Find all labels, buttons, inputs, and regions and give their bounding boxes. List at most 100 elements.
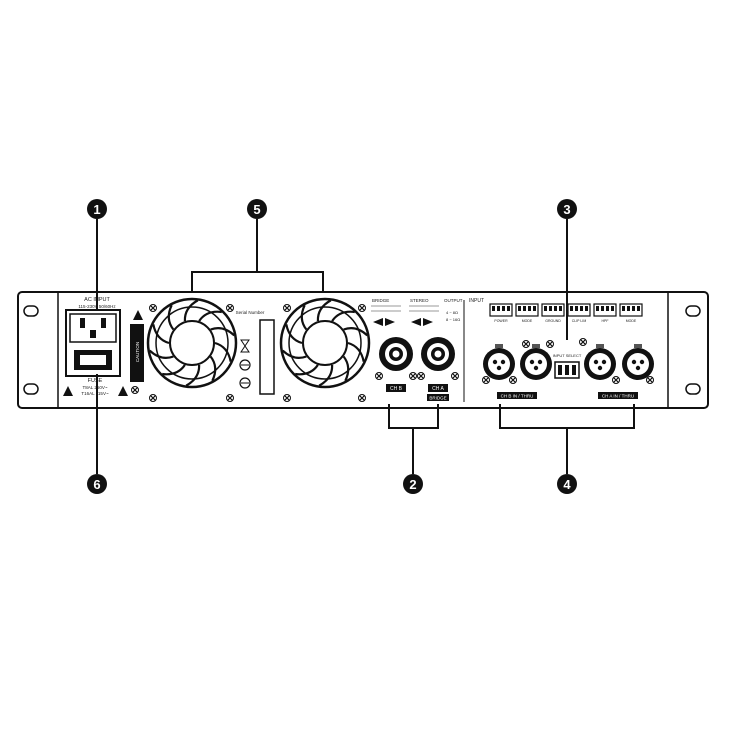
xlr-pin [496, 365, 502, 371]
fan-guard-arc [209, 355, 217, 382]
xlr-pin [631, 359, 637, 365]
dip-switch-label: CLIP LIM [572, 319, 587, 323]
xlr-ch-b-thru[interactable] [520, 344, 552, 380]
fan-guard-arc [148, 349, 174, 359]
screw-cross [580, 339, 586, 345]
screw-icon [358, 394, 366, 402]
dip-switch-lever [627, 306, 630, 311]
screw-cross [547, 341, 553, 347]
screw-icon [149, 394, 157, 402]
output-spec-1: 4 ~ 8Ω [446, 310, 458, 315]
screw-cross [418, 373, 424, 379]
dip-switch-lever [570, 306, 573, 311]
dip-switch-lever [492, 306, 495, 311]
screw-icon [283, 304, 291, 312]
screw-icon [646, 376, 654, 384]
dip-switch-lever [549, 306, 552, 311]
screw-cross [483, 377, 489, 383]
fan-guard-arc [331, 310, 355, 322]
fan-guard-arc [318, 364, 334, 387]
fan-guard-arc [198, 310, 222, 322]
fan-guard-arc [214, 341, 232, 362]
screw-icon [226, 304, 234, 312]
xlr-ch-a-in[interactable] [584, 344, 616, 380]
rack-hole-bottom-left [23, 383, 39, 395]
fan-guard-arc [167, 304, 175, 331]
xlr-latch [495, 344, 503, 348]
screw-icon [546, 340, 554, 348]
callout-5-number: 5 [253, 202, 260, 217]
dip-switch-lever [533, 306, 536, 311]
dip-switch-lever [632, 306, 635, 311]
dip-switch-5[interactable]: HPF [593, 303, 617, 323]
bridge-mode-label: BRIDGE [372, 298, 389, 303]
callout-4-circle [557, 474, 577, 494]
speakon-output-ch-b[interactable] [379, 337, 413, 371]
dip-switch-2[interactable]: MODE [515, 303, 539, 323]
dip-switch-lever [585, 306, 588, 311]
fan-hub-ring [302, 320, 348, 366]
xlr-ch-a-thru[interactable] [622, 344, 654, 380]
dip-switch-3[interactable]: GROUND [541, 303, 565, 323]
fan-hub-ring [169, 320, 215, 366]
speakon-output-ch-a[interactable] [421, 337, 455, 371]
screw-icon [482, 376, 490, 384]
ch-b-output-label: CH B [390, 386, 403, 392]
dip-switch-lever [528, 306, 531, 311]
dip-switch-lever [601, 306, 604, 311]
dip-switch-body [593, 303, 617, 317]
caution-label-text: CAUTION [135, 342, 140, 362]
screw-cross [410, 373, 416, 379]
warning-triangle-icon-left [63, 386, 73, 396]
screw-icon [283, 394, 291, 402]
dip-switch-lever [544, 306, 547, 311]
fan-middle-ring [155, 306, 229, 380]
xlr-latch [596, 344, 604, 348]
screw-icon [375, 372, 383, 380]
ground-symbol-icon [239, 359, 251, 371]
screw-cross [227, 305, 233, 311]
output-spec-2: 8 ~ 16Ω [446, 317, 460, 322]
input-select-label: INPUT SELECT [553, 353, 582, 358]
input-select-lever-1 [558, 365, 562, 375]
ch-a-output-label: CH A [432, 386, 444, 392]
dip-switch-lever [518, 306, 521, 311]
dip-switch-1[interactable]: POWER [489, 303, 513, 323]
bridge-wiring-icon [373, 318, 395, 326]
dip-switch-label: POWER [494, 319, 508, 323]
ch-b-input-badge [497, 392, 537, 399]
socket-pin-left [80, 318, 85, 328]
ch-b-input-label: CH B IN / THRU [501, 394, 534, 399]
xlr-face [488, 353, 510, 375]
xlr-ch-b-in[interactable] [483, 344, 515, 380]
speaker-output-section: BRIDGE STEREO OUTPUT 4 ~ 8Ω 8 ~ 16Ω CH B… [371, 298, 463, 401]
fuse-title: FUSE [88, 378, 103, 384]
serial-number-label: Serial Number [236, 310, 265, 315]
rack-hole-bottom-right [685, 383, 701, 395]
dip-switch-lever [497, 306, 500, 311]
cooling-fan-right [279, 297, 371, 389]
fan-guard-arc [210, 327, 236, 337]
callout-5-circle [247, 199, 267, 219]
dip-switch-lever [637, 306, 640, 311]
screw-cross [284, 305, 290, 311]
dip-switch-lever [611, 306, 614, 311]
screw-cross [150, 305, 156, 311]
xlr-pin [597, 365, 603, 371]
dip-switch-label: MODE [626, 319, 637, 323]
screw-cross [227, 395, 233, 401]
stereo-wiring-icon [411, 318, 433, 326]
fan-guard-arc [342, 355, 350, 382]
callout-6-circle [87, 474, 107, 494]
fan-guard-arc [295, 364, 319, 376]
xlr-latch [634, 344, 642, 348]
screw-icon [612, 376, 620, 384]
dip-switch-body [619, 303, 643, 317]
socket-pin-earth [90, 330, 96, 338]
xlr-pin [533, 365, 539, 371]
dip-switch-6[interactable]: MODE [619, 303, 643, 323]
xlr-pin [601, 359, 607, 365]
callout-3-number: 3 [563, 202, 570, 217]
